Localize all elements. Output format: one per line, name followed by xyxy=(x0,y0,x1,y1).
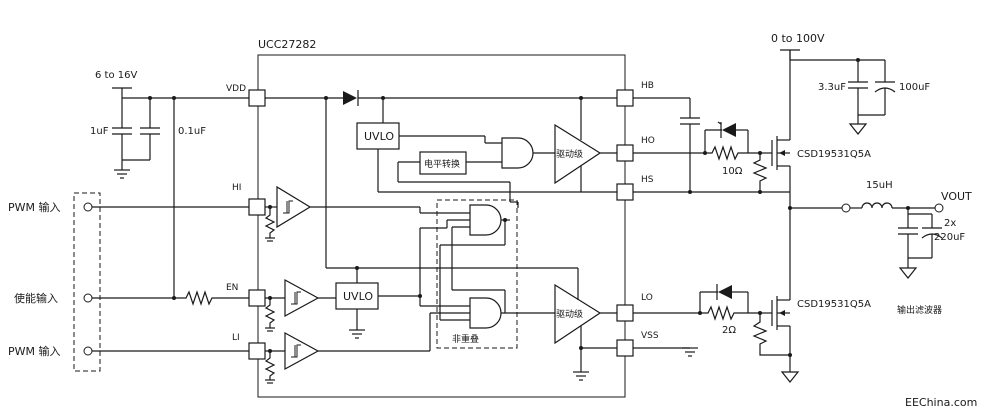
uvlo-low-block xyxy=(335,282,379,310)
vout-label: VOUT xyxy=(941,190,972,203)
res-2-label: 2Ω xyxy=(722,325,736,336)
vdd-range-label: 6 to 16V xyxy=(95,70,137,81)
pin-ho xyxy=(616,144,634,162)
ic-outline xyxy=(257,54,626,398)
inductor-15uh xyxy=(861,202,893,209)
bootstrap-diode xyxy=(343,90,359,106)
pin-hs-label: HS xyxy=(641,175,654,185)
input-pwm-low-label: PWM 输入 xyxy=(8,344,61,358)
resistor-gs-low xyxy=(752,313,790,356)
input-enable-terminal[interactable] xyxy=(83,293,93,303)
capacitor-3-3uf xyxy=(848,60,868,115)
mosfet-low-label: CSD19531Q5A xyxy=(797,299,871,310)
input-enable-label: 使能输入 xyxy=(14,291,58,305)
gate-diode-high xyxy=(717,121,736,138)
capacitor-1uf xyxy=(112,98,132,160)
input-pwm-low-terminal[interactable] xyxy=(83,346,93,356)
cap-100u-label: 100uF xyxy=(899,82,930,93)
driver-low-label: 驱动级 xyxy=(556,308,583,320)
bootstrap-capacitor xyxy=(680,98,700,192)
pin-vss-label: VSS xyxy=(641,331,659,341)
input-pwm-high-label: PWM 输入 xyxy=(8,200,61,214)
input-pwm-high-terminal[interactable] xyxy=(83,202,93,212)
pin-li-label: LI xyxy=(232,333,240,343)
driver-high-label: 驱动级 xyxy=(556,148,583,160)
output-capacitors xyxy=(898,208,943,279)
vin-range-label: 0 to 100V xyxy=(771,32,825,45)
uvlo-high-label: UVLO xyxy=(364,130,394,143)
schmitt-buffer-li xyxy=(284,331,320,371)
cap-3-3u-label: 3.3uF xyxy=(818,82,846,93)
driver-high: 驱动级 xyxy=(554,98,602,192)
pin-vdd-label: VDD xyxy=(226,84,246,94)
mosfet-high-label: CSD19531Q5A xyxy=(797,149,871,160)
pin-vdd xyxy=(248,89,266,107)
mosfet-high xyxy=(771,50,791,208)
pin-hb-label: HB xyxy=(641,81,654,91)
resistor-en xyxy=(180,290,249,306)
pin-hi-label: HI xyxy=(232,183,241,193)
pin-en xyxy=(248,289,266,307)
res-10-label: 10Ω xyxy=(722,166,743,177)
ground-low-fet xyxy=(780,371,800,383)
pin-vss xyxy=(616,339,634,357)
capacitor-bypass xyxy=(140,98,160,160)
schmitt-buffer-hi xyxy=(276,185,312,229)
pin-lo xyxy=(616,304,634,322)
watermark: EEChina.com xyxy=(905,396,977,409)
output-filter-label: 输出滤波器 xyxy=(897,304,942,316)
uvlo-low-label: UVLO xyxy=(343,290,373,303)
non-overlap-region xyxy=(436,199,518,349)
and-gate-hi xyxy=(469,204,502,236)
and-gate-high xyxy=(501,137,534,169)
non-overlap-label: 非重叠 xyxy=(452,333,479,345)
level-shift-block xyxy=(419,151,467,175)
driver-low: 驱动级 xyxy=(554,268,602,381)
and-gate-lo xyxy=(469,297,502,329)
ic-name: UCC27282 xyxy=(258,38,316,51)
pin-en-label: EN xyxy=(226,283,238,293)
ground-symbol xyxy=(114,160,130,179)
resistor-2 xyxy=(700,305,760,321)
level-shift-label: 电平转换 xyxy=(424,158,460,170)
pin-ho-label: HO xyxy=(641,136,655,146)
inductor-label: 15uH xyxy=(866,180,893,191)
cap-out-label-2: 220uF xyxy=(934,232,965,243)
mosfet-low xyxy=(771,208,791,372)
resistor-gs-high xyxy=(752,153,768,192)
uvlo-high-block xyxy=(356,122,400,150)
cap-01u-label: 0.1uF xyxy=(178,126,206,137)
pin-hs xyxy=(616,183,634,201)
pin-hi xyxy=(248,198,266,216)
ground-vin xyxy=(848,123,868,135)
pin-hb xyxy=(616,89,634,107)
input-connector xyxy=(73,192,101,372)
resistor-10 xyxy=(705,145,760,161)
cap-out-label-1: 2x xyxy=(944,218,956,229)
capacitor-100uf xyxy=(874,60,896,115)
pin-lo-label: LO xyxy=(641,293,653,303)
pin-li xyxy=(248,342,266,360)
gate-diode-low xyxy=(716,284,732,300)
cap-1u-label: 1uF xyxy=(90,126,109,137)
schmitt-buffer-en xyxy=(284,278,320,318)
